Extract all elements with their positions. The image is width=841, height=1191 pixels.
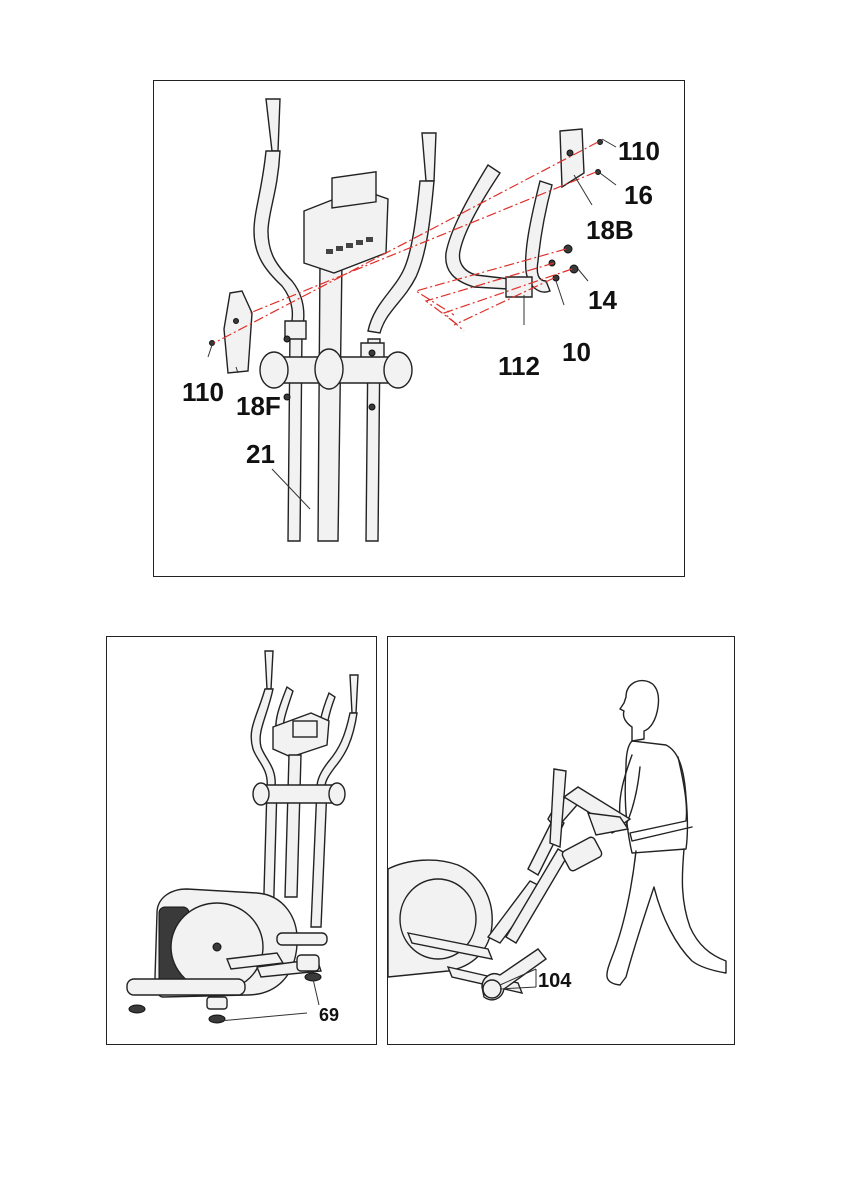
callout-110-right: 110 <box>618 136 660 166</box>
assembly-diagram-panel: 110 16 18B 14 10 112 110 18F 21 <box>153 80 685 577</box>
cover-18f <box>224 291 252 373</box>
callout-10: 10 <box>562 337 591 367</box>
person-figure <box>607 681 726 985</box>
callout-18b: 18B <box>586 215 634 245</box>
assembly-diagram: 110 16 18B 14 10 112 110 18F 21 <box>154 81 686 578</box>
assembled-machine-panel: 69 <box>106 636 377 1045</box>
callout-18f: 18F <box>236 391 281 421</box>
bolt-110-right <box>598 140 603 145</box>
callout-69: 69 <box>319 1005 339 1025</box>
bolt-110-left <box>210 341 215 346</box>
static-handlebar <box>446 165 552 297</box>
moving-machine-panel: 104 <box>387 636 735 1045</box>
cover-18b <box>560 129 584 187</box>
callout-16: 16 <box>624 180 653 210</box>
callout-21: 21 <box>246 439 275 469</box>
callout-14: 14 <box>588 285 617 315</box>
tilted-elliptical-trainer <box>388 769 630 1000</box>
callout-104: 104 <box>538 970 572 992</box>
callout-112: 112 <box>498 351 540 381</box>
bolt-16 <box>596 170 601 175</box>
left-handlebar <box>254 99 306 541</box>
moving-machine-diagram: 104 <box>388 637 736 1046</box>
callout-110-left: 110 <box>182 377 224 407</box>
assembled-machine-diagram: 69 <box>107 637 378 1046</box>
elliptical-trainer <box>127 651 358 1023</box>
